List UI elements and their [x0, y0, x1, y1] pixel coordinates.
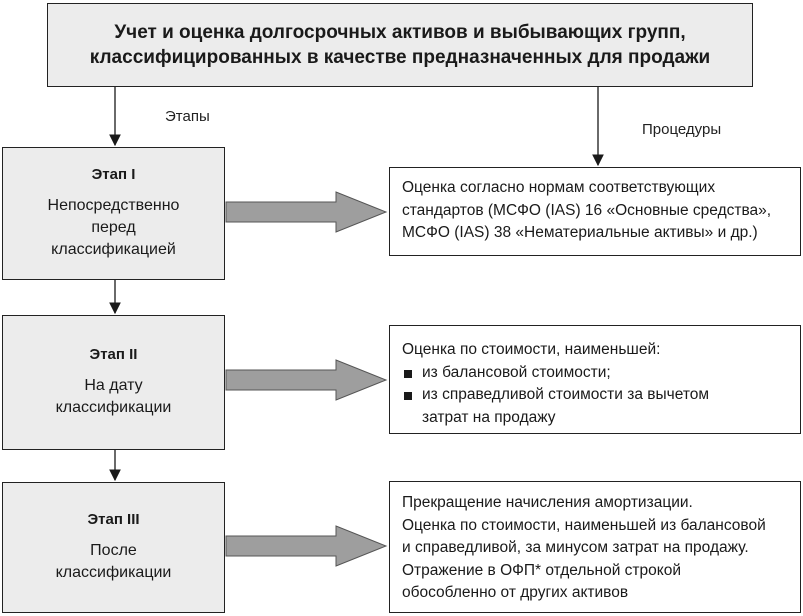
procedure-1-line: стандартов (МСФО (IAS) 16 «Основные сред…: [402, 201, 772, 219]
stages-label: Этапы: [165, 108, 210, 125]
block-arrow-stage-3: [225, 525, 388, 567]
procedure-2-bullet: из балансовой стоимости;: [402, 362, 788, 385]
stage-1-box: Этап I Непосредственно перед классификац…: [2, 147, 225, 280]
square-bullet-icon: [404, 392, 412, 400]
stage-3-title: Этап III: [87, 511, 140, 528]
stage-2-line: классификации: [55, 399, 172, 416]
title-box: Учет и оценка долгосрочных активов и выб…: [47, 3, 753, 87]
stage-3-line: После: [90, 542, 137, 559]
procedure-2-box: Оценка по стоимости, наименьшей: из бала…: [389, 325, 801, 434]
title-line-1: Учет и оценка долгосрочных активов и выб…: [114, 22, 686, 43]
procedure-1-line: Оценка согласно нормам соответствующих: [402, 179, 716, 196]
block-arrow-stage-2: [225, 359, 388, 401]
procedures-label: Процедуры: [642, 121, 722, 138]
procedure-1-line: МСФО (IAS) 38 «Нематериальные активы» и …: [402, 224, 758, 241]
stage-3-line: классификации: [55, 564, 172, 581]
procedure-2-bullet: из справедливой стоимости за вычетом: [402, 384, 788, 407]
block-arrow-stage-1: [225, 191, 388, 233]
procedure-3-box: Прекращение начисления амортизации. Оцен…: [389, 481, 801, 613]
stage-1-line: классификацией: [51, 241, 176, 258]
stage-1-line: перед: [91, 219, 136, 236]
procedure-3-line: Прекращение начисления амортизации.: [402, 494, 693, 511]
procedure-2-intro: Оценка по стоимости, наименьшей:: [402, 341, 661, 358]
procedure-2-bullet-text: из справедливой стоимости за вычетом: [422, 386, 710, 403]
procedure-3-line: обособленно от других активов: [402, 584, 629, 601]
procedure-1-box: Оценка согласно нормам соответствующих с…: [389, 167, 801, 256]
title-line-2: классифицированных в качестве предназнач…: [89, 47, 711, 68]
procedure-3-line: Отражение в ОФП* отдельной строкой: [402, 561, 681, 579]
stage-2-description: На дату классификации: [56, 375, 172, 419]
procedure-3-line: и справедливой, за минусом затрат на про…: [402, 539, 749, 556]
stage-1-line: Непосредственно: [47, 197, 180, 214]
square-bullet-icon: [404, 369, 412, 378]
procedure-2-bullet-continuation: затрат на продажу: [422, 408, 556, 426]
stage-2-line: На дату: [84, 377, 143, 394]
procedure-3-line: Оценка по стоимости, наименьшей из балан…: [402, 516, 766, 534]
procedure-2-bullet-text: из балансовой стоимости;: [422, 363, 611, 381]
stage-3-box: Этап III После классификации: [2, 482, 225, 613]
stage-1-description: Непосредственно перед классификацией: [48, 195, 180, 261]
stage-3-description: После классификации: [56, 540, 172, 584]
stage-2-title: Этап II: [89, 346, 138, 363]
stage-1-title: Этап I: [91, 166, 136, 183]
diagram-title: Учет и оценка долгосрочных активов и выб…: [90, 20, 710, 70]
stage-2-box: Этап II На дату классификации: [2, 315, 225, 450]
